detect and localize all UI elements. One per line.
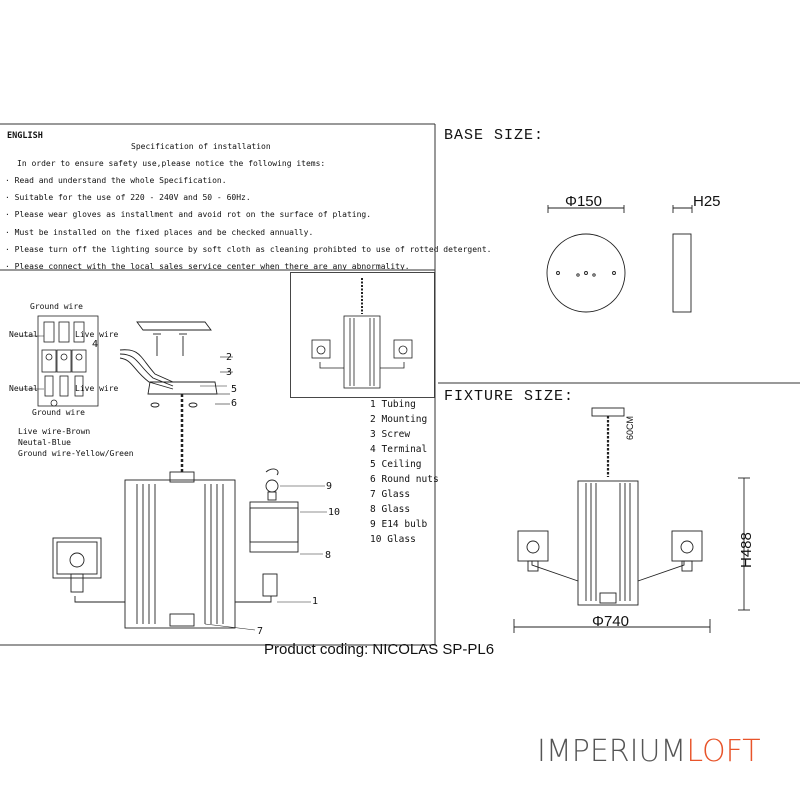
callout-6: 6 <box>231 398 238 409</box>
wire-legend-ground: Ground wire-Yellow/Green <box>18 449 134 458</box>
callout-5: 5 <box>231 384 238 395</box>
callout-9: 9 <box>326 481 333 492</box>
base-size-header: BASE SIZE: <box>444 127 545 144</box>
callout-3: 3 <box>226 367 233 378</box>
language-label: ENGLISH <box>7 131 43 141</box>
part-item: 5 Ceiling <box>370 459 422 470</box>
base-height-label: H25 <box>693 193 721 210</box>
callout-4: 4 <box>92 339 99 350</box>
product-coding: Product coding: NICOLAS SP-PL6 <box>264 641 495 658</box>
instruction-item: · Please turn off the lighting source by… <box>5 245 492 254</box>
instruction-item: · Suitable for the use of 220 - 240V and… <box>5 193 251 202</box>
wire-legend-live: Live wire-Brown <box>18 427 91 436</box>
part-item: 1 Tubing <box>370 399 416 410</box>
instructions-title: Specification of installation <box>131 142 271 151</box>
brand-part-loft: LOFT <box>686 734 761 769</box>
part-item: 6 Round nuts <box>370 474 439 485</box>
part-item: 2 Mounting <box>370 414 428 425</box>
base-drawing <box>546 205 693 313</box>
instruction-item: · Must be installed on the fixed places … <box>5 228 314 237</box>
callout-1: 1 <box>312 596 319 607</box>
ground-wire-label-top: Ground wire <box>30 302 83 311</box>
fixture-size-header: FIXTURE SIZE: <box>444 388 575 405</box>
fixture-drawing <box>513 407 750 633</box>
part-item: 10 Glass <box>370 534 416 545</box>
terminal-block-diagram <box>20 315 99 407</box>
instruction-item: · Read and understand the whole Specific… <box>5 176 227 185</box>
neutal-label-bottom: Neutal <box>9 384 38 393</box>
part-item: 8 Glass <box>370 504 411 515</box>
live-wire-label-top: Live wire <box>75 330 119 339</box>
assembled-preview <box>290 272 435 398</box>
live-wire-label-bottom: Live wire <box>75 384 119 393</box>
brand-part-imperium: IMPERIUM <box>537 734 687 769</box>
callout-7: 7 <box>257 626 264 637</box>
instructions-intro: In order to ensure safety use,please not… <box>17 159 326 168</box>
callout-10: 10 <box>328 507 341 518</box>
callout-2: 2 <box>226 352 233 363</box>
exploded-assembly-drawing <box>52 321 327 631</box>
part-item: 7 Glass <box>370 489 411 500</box>
instruction-item: · Please wear gloves as installment and … <box>5 210 372 219</box>
ground-wire-label-bottom: Ground wire <box>32 408 85 417</box>
part-item: 4 Terminal <box>370 444 428 455</box>
part-item: 9 E14 bulb <box>370 519 428 530</box>
fixture-height-label: H488 <box>738 532 755 568</box>
parts-list: 1 Tubing 2 Mounting 3 Screw 4 Terminal 5… <box>370 397 439 547</box>
chain-length-label: 60CM <box>625 415 635 440</box>
part-item: 3 Screw <box>370 429 411 440</box>
fixture-width-label: Φ740 <box>592 613 629 630</box>
wire-legend-neutal: Neutal-Blue <box>18 438 71 447</box>
base-diameter-label: Φ150 <box>565 193 602 210</box>
instruction-item: · Please connect with the local sales se… <box>5 262 410 271</box>
callout-8: 8 <box>325 550 332 561</box>
brand-logo: IMPERIUMLOFT <box>537 734 761 769</box>
neutal-label-top: Neutal <box>9 330 38 339</box>
